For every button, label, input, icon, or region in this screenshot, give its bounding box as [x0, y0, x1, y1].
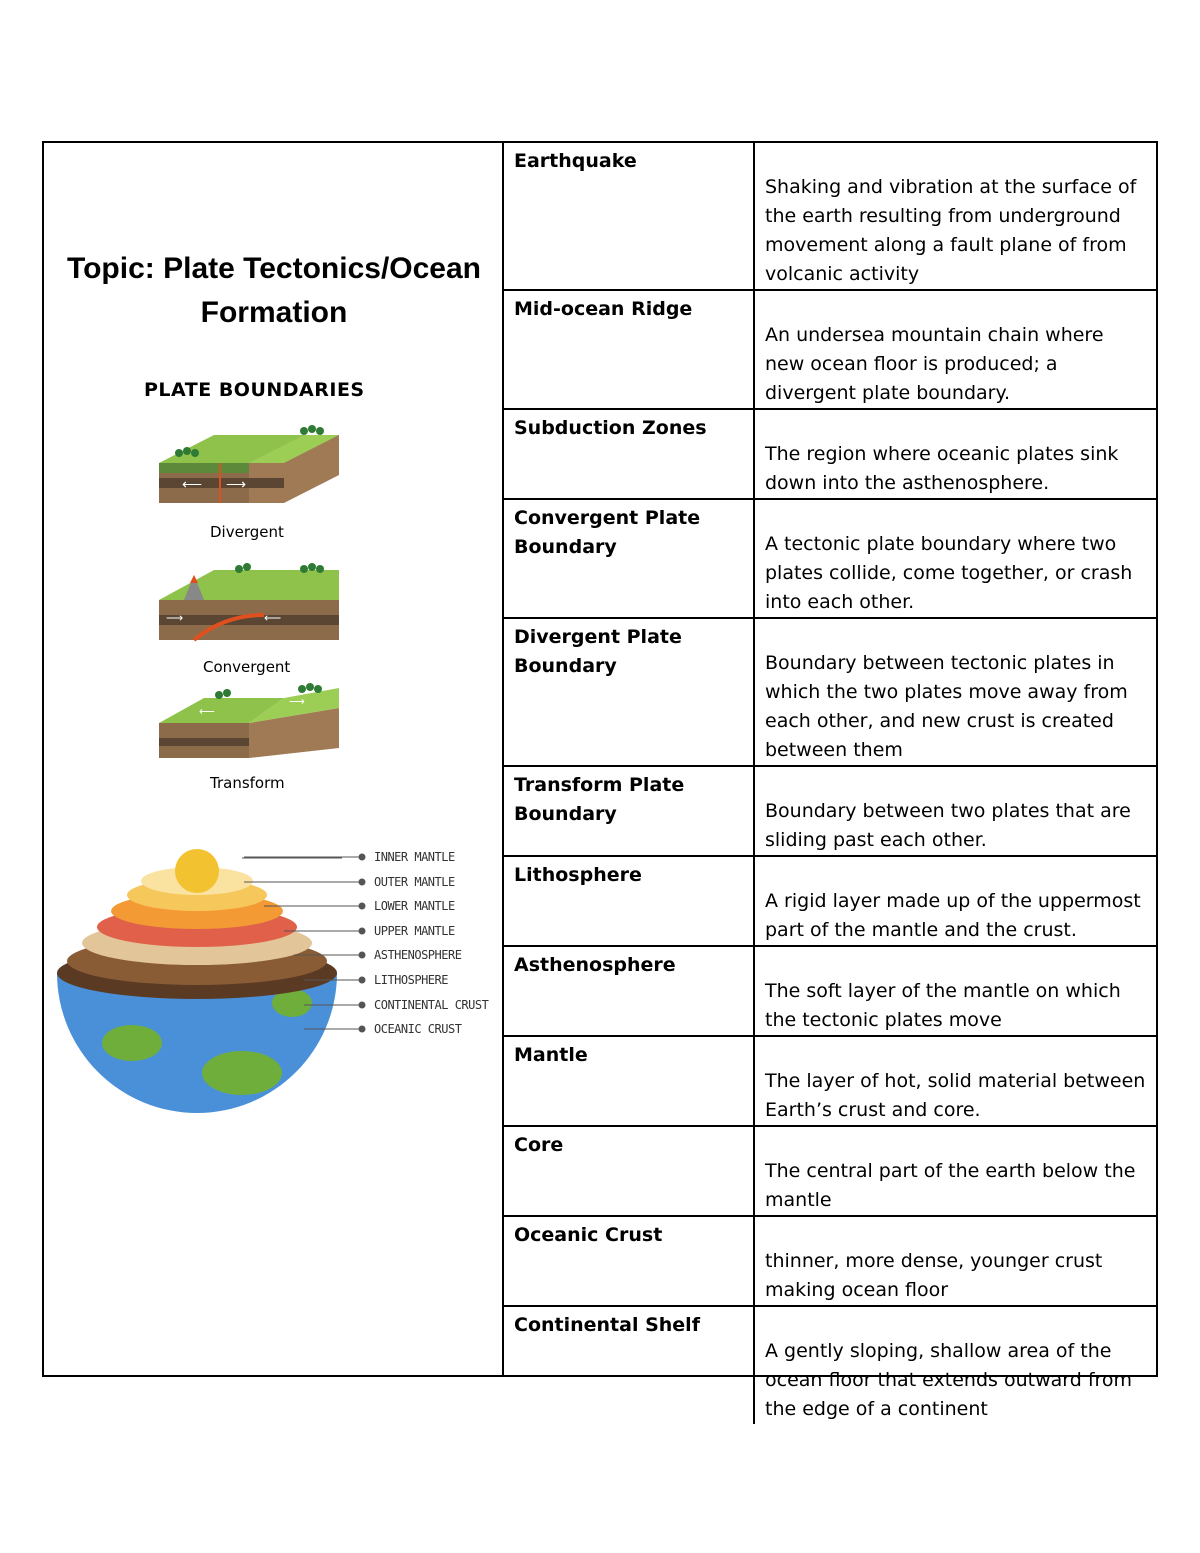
- layer-label-outer-mantle: OUTER MANTLE: [374, 875, 455, 889]
- layer-label-continental-crust: CONTINENTAL CRUST: [374, 998, 489, 1012]
- definition-text: thinner, more dense, younger crust makin…: [765, 1250, 1103, 1301]
- definition-cell: Boundary between two plates that are sli…: [753, 766, 1158, 857]
- right-arrow-icon: ⟶: [226, 476, 246, 492]
- layer-label-lower-mantle: LOWER MANTLE: [374, 899, 455, 913]
- definition-text: A gently sloping, shallow area of the oc…: [765, 1340, 1133, 1420]
- definition-text: The layer of hot, solid material between…: [765, 1070, 1146, 1121]
- term-cell: Lithosphere: [504, 856, 755, 947]
- divergent-boundary-illustration: ⟵ ⟶: [159, 425, 339, 503]
- layer-label-lithosphere: LITHOSPHERE: [374, 973, 448, 987]
- layer-label-oceanic-crust: OCEANIC CRUST: [374, 1022, 462, 1036]
- definition-text: A rigid layer made up of the uppermost p…: [765, 890, 1141, 941]
- definition-cell: The layer of hot, solid material between…: [753, 1036, 1158, 1127]
- definition-text: A tectonic plate boundary where two plat…: [765, 533, 1133, 613]
- left-panel: Topic: Plate Tectonics/Ocean Formation P…: [44, 143, 504, 1375]
- term-cell: Oceanic Crust: [504, 1216, 755, 1307]
- term-cell: Transform Plate Boundary: [504, 766, 755, 857]
- term-cell: Mid-ocean Ridge: [504, 290, 755, 410]
- definition-text: Shaking and vibration at the surface of …: [765, 176, 1137, 285]
- definition-cell: Boundary between tectonic plates in whic…: [753, 618, 1158, 767]
- term-cell: Asthenosphere: [504, 946, 755, 1037]
- left-arrow-icon: ⟵: [182, 476, 202, 492]
- definition-text: The soft layer of the mantle on which th…: [765, 980, 1121, 1031]
- layer-label-asthenosphere: ASTHENOSPHERE: [374, 948, 462, 962]
- definition-cell: Shaking and vibration at the surface of …: [753, 143, 1158, 291]
- layer-leader-lines: [244, 853, 366, 1033]
- term-cell: Divergent Plate Boundary: [504, 618, 755, 767]
- definition-cell: The central part of the earth below the …: [753, 1126, 1158, 1217]
- term-cell: Convergent Plate Boundary: [504, 499, 755, 619]
- definition-cell: The soft layer of the mantle on which th…: [753, 946, 1158, 1037]
- term-cell: Subduction Zones: [504, 409, 755, 500]
- definition-text: The central part of the earth below the …: [765, 1160, 1136, 1211]
- plate-boundaries-title: PLATE BOUNDARIES: [144, 379, 365, 401]
- definition-cell: An undersea mountain chain where new oce…: [753, 290, 1158, 410]
- definition-cell: thinner, more dense, younger crust makin…: [753, 1216, 1158, 1307]
- earth-layers-illustration: [57, 849, 342, 1113]
- topic-title: Topic: Plate Tectonics/Ocean Formation: [67, 252, 481, 329]
- left-arrow-icon: ⟵: [264, 611, 281, 625]
- definition-text: Boundary between two plates that are sli…: [765, 800, 1131, 851]
- definition-text: An undersea mountain chain where new oce…: [765, 324, 1104, 404]
- divergent-label: Divergent: [210, 523, 284, 541]
- definition-cell: A gently sloping, shallow area of the oc…: [753, 1306, 1158, 1424]
- definition-cell: The region where oceanic plates sink dow…: [753, 409, 1158, 500]
- right-arrow-icon: ⟶: [289, 696, 305, 708]
- transform-label: Transform: [210, 774, 285, 792]
- term-cell: Earthquake: [504, 143, 755, 291]
- convergent-label: Convergent: [203, 658, 291, 676]
- definition-text: Boundary between tectonic plates in whic…: [765, 652, 1128, 761]
- left-arrow-icon: ⟵: [199, 706, 215, 718]
- layer-label-inner-mantle: INNER MANTLE: [374, 850, 455, 864]
- definition-cell: A tectonic plate boundary where two plat…: [753, 499, 1158, 619]
- definition-text: The region where oceanic plates sink dow…: [765, 443, 1119, 494]
- layer-label-upper-mantle: UPPER MANTLE: [374, 924, 455, 938]
- right-arrow-icon: ⟶: [166, 611, 183, 625]
- definition-cell: A rigid layer made up of the uppermost p…: [753, 856, 1158, 947]
- worksheet-table: Topic: Plate Tectonics/Ocean Formation P…: [42, 141, 1158, 1424]
- term-cell: Mantle: [504, 1036, 755, 1127]
- convergent-boundary-illustration: ⟶ ⟵: [159, 563, 339, 642]
- term-cell: Continental Shelf: [504, 1306, 755, 1424]
- term-cell: Core: [504, 1126, 755, 1217]
- transform-boundary-illustration: ⟵ ⟶: [159, 683, 339, 758]
